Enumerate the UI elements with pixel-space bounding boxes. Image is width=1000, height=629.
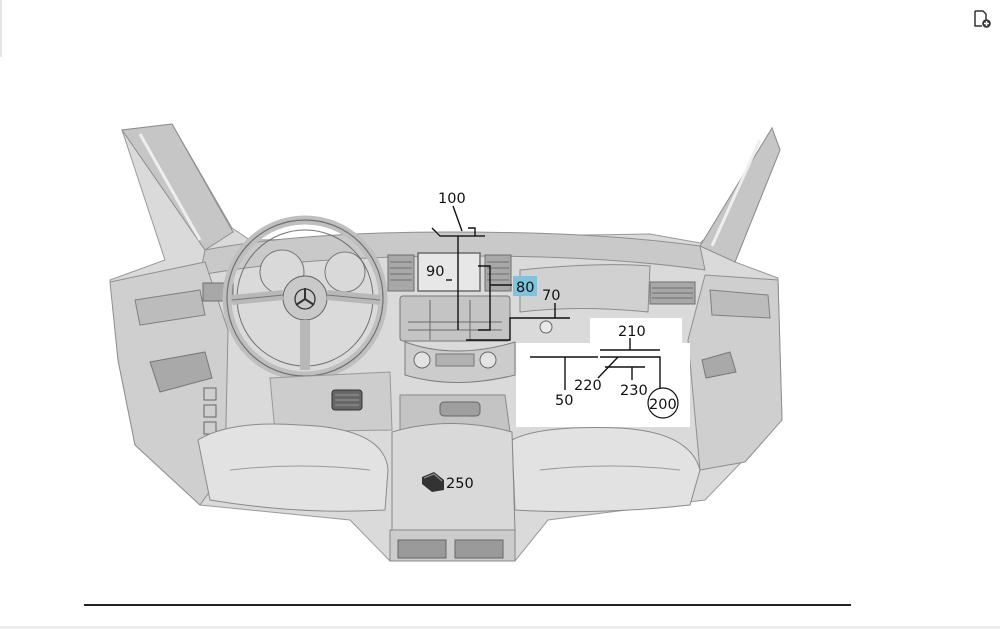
callout-250: 250 bbox=[446, 476, 474, 492]
callout-200: 200 bbox=[649, 397, 677, 413]
bottom-bar bbox=[0, 626, 1000, 629]
steering-wheel bbox=[222, 215, 388, 381]
callout-210: 210 bbox=[618, 324, 646, 340]
left-edge-divider bbox=[0, 0, 2, 57]
add-page-button[interactable] bbox=[972, 9, 992, 29]
right-a-pillar bbox=[699, 126, 781, 263]
driver-seat bbox=[197, 423, 389, 512]
callout-80[interactable]: 80 bbox=[516, 280, 534, 296]
callout-50: 50 bbox=[555, 393, 573, 409]
callout-200-circle bbox=[647, 387, 679, 419]
driver-footwell bbox=[269, 371, 393, 433]
center-stack-controls bbox=[399, 295, 511, 342]
callout-220: 220 bbox=[574, 378, 602, 394]
passenger-seat bbox=[511, 427, 701, 513]
center-vent-left bbox=[387, 254, 415, 292]
callout-80-highlight bbox=[513, 276, 537, 296]
footer-rule bbox=[84, 604, 851, 606]
callout-100: 100 bbox=[438, 191, 466, 207]
add-page-icon bbox=[974, 10, 991, 28]
callout-230: 230 bbox=[620, 383, 648, 399]
left-a-pillar bbox=[121, 123, 234, 251]
callout-90: 90 bbox=[426, 264, 444, 280]
center-display bbox=[417, 252, 481, 292]
glove-box bbox=[519, 264, 651, 313]
seat-heating-icon bbox=[422, 472, 444, 492]
armrest bbox=[391, 423, 516, 531]
callout-70: 70 bbox=[542, 288, 560, 304]
